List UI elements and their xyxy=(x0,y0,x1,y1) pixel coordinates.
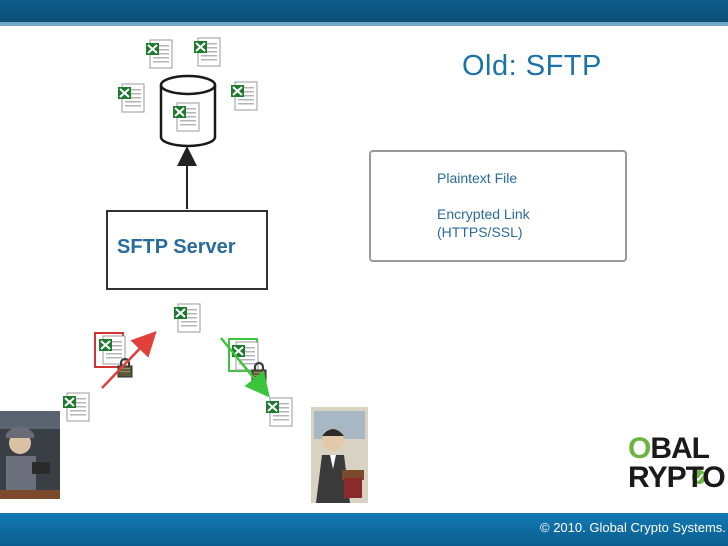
logo-line2-prefix: R xyxy=(628,461,649,494)
excel-file-icon xyxy=(62,392,90,422)
sender-user-illustration xyxy=(0,411,60,499)
sftp-server-box xyxy=(106,210,268,290)
slide-title: Old: SFTP xyxy=(462,50,602,82)
header-accent-line xyxy=(0,22,728,26)
header-bar xyxy=(0,0,728,22)
excel-file-icon xyxy=(145,39,173,69)
logo-line1: OBAL xyxy=(628,432,710,465)
logo-line1-rest: BAL xyxy=(650,432,710,465)
logo-mark-icon xyxy=(692,470,706,484)
footer-bar xyxy=(0,513,728,546)
upload-arrow xyxy=(101,330,157,389)
database-icon xyxy=(159,74,217,148)
download-arrow xyxy=(220,337,270,398)
excel-file-icon xyxy=(117,83,145,113)
encrypted-file-icon xyxy=(228,338,268,383)
recipient-user-illustration xyxy=(311,407,368,503)
logo-line2: RYPTO xyxy=(628,461,726,494)
footer-copyright: © 2010. Global Crypto Systems. xyxy=(540,520,726,535)
legend-encrypted-sublabel: (HTTPS/SSL) xyxy=(437,224,523,240)
excel-file-icon xyxy=(193,37,221,67)
excel-file-icon xyxy=(230,81,258,111)
legend-plaintext-label: Plaintext File xyxy=(437,170,518,186)
sftp-server-label: SFTP Server xyxy=(117,236,236,258)
excel-file-icon xyxy=(173,303,201,333)
logo-line1-prefix: O xyxy=(628,432,651,465)
excel-file-icon xyxy=(265,397,293,427)
encrypted-file-icon xyxy=(94,332,134,379)
legend-box xyxy=(369,150,627,262)
legend-encrypted-label: Encrypted Link xyxy=(437,206,530,222)
logo-line2-rest: YPTO xyxy=(647,461,726,494)
